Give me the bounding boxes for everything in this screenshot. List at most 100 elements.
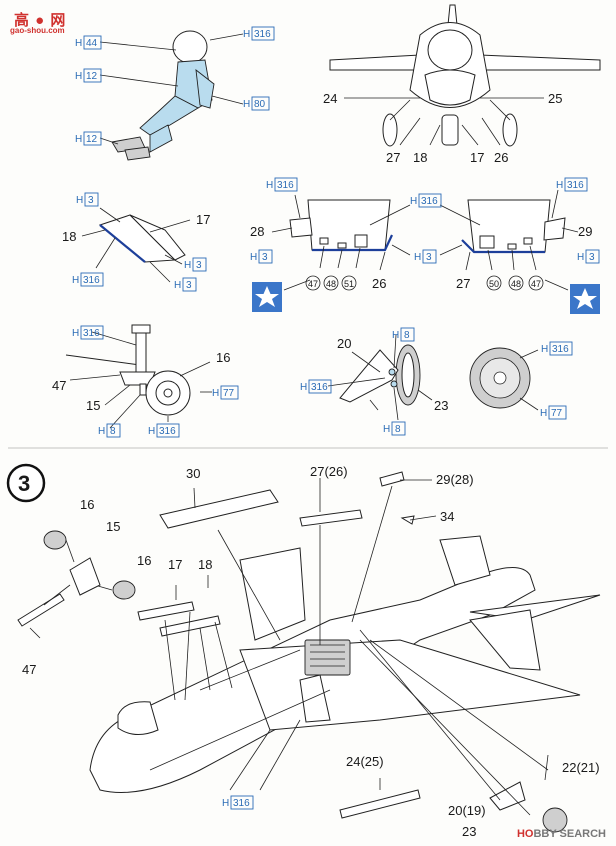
h-code-8-c: H 8	[383, 421, 406, 436]
svg-text:316: 316	[311, 382, 328, 393]
svg-text:48: 48	[511, 279, 521, 289]
svg-text:H: H	[72, 328, 79, 339]
svg-text:50: 50	[489, 279, 499, 289]
svg-text:8: 8	[395, 424, 401, 435]
brand-logo: HOBBY SEARCH	[517, 828, 606, 840]
svg-text:H: H	[184, 260, 191, 271]
brand-main: BBY SEARCH	[533, 828, 606, 840]
svg-text:H: H	[540, 408, 547, 419]
step-3-number: 3	[18, 471, 30, 496]
h-prefix: H	[75, 38, 82, 49]
svg-text:H: H	[174, 280, 181, 291]
svg-text:H: H	[541, 344, 548, 355]
step-3-badge	[6, 463, 46, 503]
svg-text:3: 3	[196, 260, 202, 271]
part-27: 27	[456, 276, 470, 291]
insignia-star-right	[570, 284, 600, 314]
watermark-url: gao-shou.com	[10, 26, 65, 35]
svg-text:12: 12	[86, 71, 98, 82]
part-17-step3: 17	[168, 557, 182, 572]
brand-prefix: HO	[516, 828, 534, 840]
part-18-front: 18	[413, 150, 427, 165]
svg-text:47: 47	[308, 279, 318, 289]
svg-text:8: 8	[404, 330, 410, 341]
nose-gear-diagram	[65, 324, 212, 429]
part-47-step3: 47	[22, 662, 36, 677]
svg-text:H: H	[392, 330, 399, 341]
h-code-316-i: H 316	[541, 341, 573, 356]
svg-text:47: 47	[531, 279, 541, 289]
h-code-3-d: H 3	[250, 249, 273, 264]
pilot-labels	[99, 33, 244, 145]
part-27-26: 27(26)	[310, 464, 348, 479]
circled-50: 50	[486, 275, 502, 291]
part-23: 23	[434, 398, 448, 413]
part-20-19: 20(19)	[448, 803, 486, 818]
svg-text:51: 51	[344, 279, 354, 289]
svg-text:H: H	[148, 426, 155, 437]
circled-48-a: 48	[323, 275, 339, 291]
pilot-figure	[111, 30, 215, 161]
svg-text:44: 44	[86, 38, 98, 49]
site-watermark: 高 ● 网 gao-shou.com	[4, 4, 74, 38]
aircraft-fuselage-main	[89, 535, 601, 793]
svg-text:316: 316	[277, 180, 294, 191]
h-code-316-a: H 316	[243, 26, 275, 41]
svg-text:48: 48	[326, 279, 336, 289]
step-3-exploded-parts	[17, 471, 568, 833]
circled-47-a: 47	[305, 275, 321, 291]
main-gear-diagram	[327, 334, 433, 421]
svg-text:316: 316	[552, 344, 569, 355]
svg-text:H: H	[98, 426, 105, 437]
circled-47-b: 47	[528, 275, 544, 291]
panel-right-diagram	[439, 189, 579, 291]
svg-text:80: 80	[254, 99, 266, 110]
part-29: 29	[578, 224, 592, 239]
insignia-star-left	[252, 282, 282, 312]
h-code-316-c: H 316	[266, 177, 298, 192]
watermark-title: 高 ● 网	[14, 12, 67, 29]
wheel-diagram	[469, 347, 539, 411]
h-code-3-f: H 3	[577, 249, 600, 264]
svg-text:316: 316	[83, 275, 100, 286]
svg-text:H: H	[410, 196, 417, 207]
svg-text:316: 316	[567, 180, 584, 191]
part-47: 47	[52, 378, 66, 393]
svg-text:H: H	[76, 195, 83, 206]
part-34: 34	[440, 509, 454, 524]
part-30: 30	[186, 466, 200, 481]
h-code-316-d: H 316	[410, 193, 442, 208]
svg-text:H: H	[75, 71, 82, 82]
h-code-12-a: H 12	[75, 68, 102, 83]
h-code-8-b: H 8	[392, 327, 415, 342]
h-code-316-b: H 316	[72, 272, 104, 287]
part-28: 28	[250, 224, 264, 239]
h-code-316-g: H 316	[148, 423, 180, 438]
svg-text:3: 3	[88, 195, 94, 206]
svg-text:3: 3	[589, 252, 595, 263]
panel-left-diagram	[271, 194, 411, 291]
svg-text:H: H	[243, 29, 250, 40]
svg-text:3: 3	[186, 280, 192, 291]
part-26: 26	[372, 276, 386, 291]
svg-text:H: H	[414, 252, 421, 263]
svg-text:H: H	[72, 275, 79, 286]
part-16: 16	[216, 350, 230, 365]
svg-text:H: H	[212, 388, 219, 399]
h-code-3-c: H 3	[174, 277, 197, 292]
part-27-front: 27	[386, 150, 400, 165]
svg-text:3: 3	[426, 252, 432, 263]
h-code-8-a: H 8	[98, 423, 121, 438]
svg-text:H: H	[300, 382, 307, 393]
part-15: 15	[86, 398, 100, 413]
h-code-3-a: H 3	[76, 192, 99, 207]
svg-text:77: 77	[551, 408, 563, 419]
svg-text:H: H	[250, 252, 257, 263]
h-code-316-f: H 316	[72, 325, 104, 340]
circled-48-b: 48	[508, 275, 524, 291]
svg-text:316: 316	[159, 426, 176, 437]
part-29-28: 29(28)	[436, 472, 474, 487]
h-code-80: H 80	[243, 96, 270, 111]
part-18-step3: 18	[198, 557, 212, 572]
